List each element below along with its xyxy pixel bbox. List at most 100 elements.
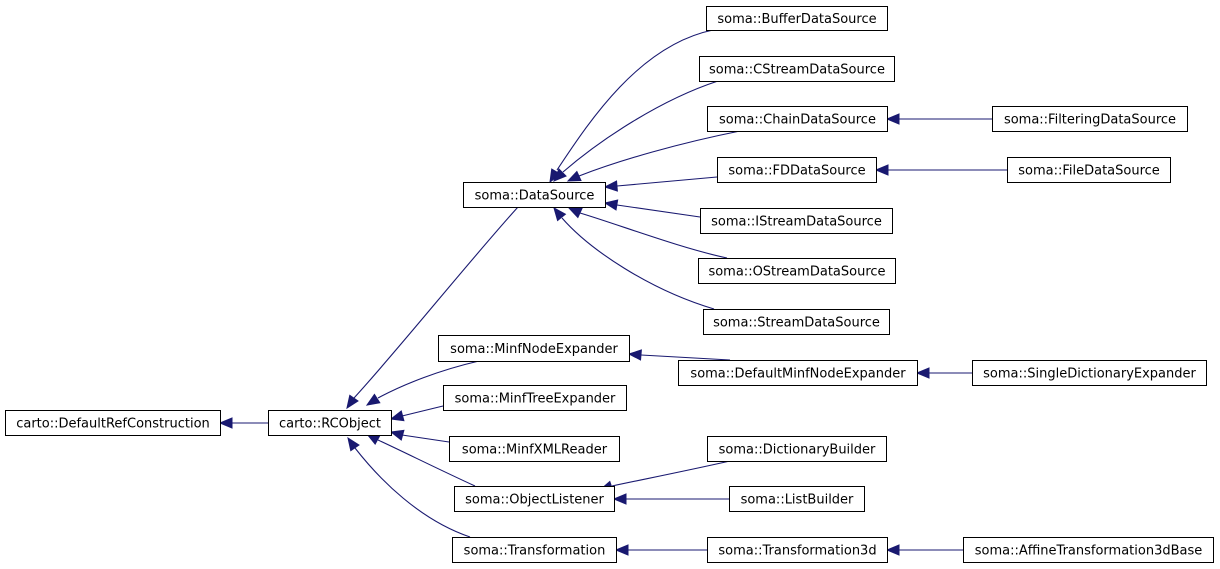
arrowhead-icon <box>614 544 629 556</box>
node-label: soma::AffineTransformation3dBase <box>975 544 1203 559</box>
node-label: soma::ObjectListener <box>465 493 604 508</box>
node-label: soma::CStreamDataSource <box>709 63 885 78</box>
node-box <box>452 537 617 563</box>
node-label: soma::DictionaryBuilder <box>719 443 876 458</box>
node-label: soma::DataSource <box>475 189 595 204</box>
node-label: soma::BufferDataSource <box>717 12 876 27</box>
edge-cstream-data-source-to-datasource <box>553 80 719 182</box>
arrowhead-icon <box>627 349 642 361</box>
edge-list-builder-to-object-listener <box>612 493 729 505</box>
node-label: soma::FDDataSource <box>728 164 865 179</box>
edge-line <box>401 405 444 417</box>
arrowhead-icon <box>566 170 582 182</box>
node-box <box>703 309 890 335</box>
node-default-minf-node-expander[interactable]: soma::DefaultMinfNodeExpander <box>678 360 918 386</box>
node-box <box>699 56 895 82</box>
node-box <box>717 157 877 183</box>
edge-line <box>616 204 701 218</box>
node-box <box>706 6 888 31</box>
arrowhead-icon <box>874 164 889 176</box>
node-minf-tree-expander[interactable]: soma::MinfTreeExpander <box>443 385 627 411</box>
edge-single-dictionary-expander-to-default-minf-node-expander <box>915 367 972 379</box>
edges-layer <box>218 29 1007 556</box>
node-box <box>268 410 392 436</box>
edge-line <box>377 360 480 399</box>
node-stream-data-source[interactable]: soma::StreamDataSource <box>703 309 890 335</box>
node-label: soma::MinfXMLReader <box>462 443 608 458</box>
arrowhead-icon <box>553 168 567 182</box>
node-box <box>972 360 1207 386</box>
node-minf-node-expander[interactable]: soma::MinfNodeExpander <box>438 335 630 362</box>
node-box <box>443 385 627 411</box>
node-label: soma::FilteringDataSource <box>1004 113 1176 128</box>
edge-line <box>556 29 714 171</box>
node-dictionary-builder[interactable]: soma::DictionaryBuilder <box>707 436 887 462</box>
arrowhead-icon <box>603 199 619 211</box>
node-box <box>1007 157 1171 183</box>
node-box <box>463 182 606 208</box>
node-label: soma::OStreamDataSource <box>708 265 885 280</box>
node-box <box>678 360 918 386</box>
node-ostream-data-source[interactable]: soma::OStreamDataSource <box>698 258 896 284</box>
edge-minf-node-expander-to-rcobject <box>365 360 480 406</box>
node-label: soma::ChainDataSource <box>719 113 876 128</box>
arrowhead-icon <box>389 410 405 422</box>
node-object-listener[interactable]: soma::ObjectListener <box>454 486 615 512</box>
node-filtering-data-source[interactable]: soma::FilteringDataSource <box>992 106 1188 132</box>
node-label: soma::MinfTreeExpander <box>455 392 616 407</box>
node-box <box>729 486 865 512</box>
edge-line <box>579 212 728 259</box>
node-buffer-data-source[interactable]: soma::BufferDataSource <box>706 6 888 31</box>
node-label: carto::DefaultRefConstruction <box>16 417 210 432</box>
node-label: soma::DefaultMinfNodeExpander <box>690 367 906 382</box>
node-box <box>963 537 1214 563</box>
nodes-layer: carto::DefaultRefConstruction carto::RCOb… <box>5 6 1214 563</box>
node-label: soma::SingleDictionaryExpander <box>983 367 1196 382</box>
edge-istream-data-source-to-datasource <box>603 199 701 218</box>
edge-file-data-source-to-fd-data-source <box>874 164 1007 176</box>
arrowhead-icon <box>885 113 900 125</box>
node-fd-data-source[interactable]: soma::FDDataSource <box>717 157 877 183</box>
edge-line <box>354 447 471 538</box>
node-label: carto::RCObject <box>279 417 381 432</box>
node-affine-transformation3d-base[interactable]: soma::AffineTransformation3dBase <box>963 537 1214 563</box>
edge-line <box>611 460 731 487</box>
node-box <box>700 208 893 234</box>
node-label: soma::StreamDataSource <box>713 316 880 331</box>
node-minf-xml-reader[interactable]: soma::MinfXMLReader <box>449 436 620 462</box>
node-label: soma::ListBuilder <box>741 493 854 508</box>
node-istream-data-source[interactable]: soma::IStreamDataSource <box>700 208 893 234</box>
edge-line <box>562 80 719 173</box>
node-box <box>707 436 887 462</box>
node-single-dictionary-expander[interactable]: soma::SingleDictionaryExpander <box>972 360 1207 386</box>
edge-minf-xml-reader-to-rcobject <box>389 429 450 443</box>
edge-line <box>578 130 741 177</box>
edge-rcobject-to-default-ref-construction <box>218 417 268 429</box>
node-cstream-data-source[interactable]: soma::CStreamDataSource <box>699 56 895 82</box>
arrowhead-icon <box>603 180 618 192</box>
node-transformation3d[interactable]: soma::Transformation3d <box>707 537 888 563</box>
node-rcobject[interactable]: carto::RCObject <box>268 410 392 436</box>
arrowhead-icon <box>365 393 381 406</box>
edge-minf-tree-expander-to-rcobject <box>389 405 444 422</box>
node-box <box>707 537 888 563</box>
edge-filtering-data-source-to-chain-data-source <box>885 113 992 125</box>
node-chain-data-source[interactable]: soma::ChainDataSource <box>707 106 888 132</box>
arrowhead-icon <box>346 394 359 410</box>
node-file-data-source[interactable]: soma::FileDataSource <box>1007 157 1171 183</box>
node-box <box>449 436 620 462</box>
node-label: soma::FileDataSource <box>1018 164 1160 179</box>
edge-line <box>377 439 476 487</box>
edge-ostream-data-source-to-datasource <box>567 207 728 259</box>
node-box <box>992 106 1188 132</box>
node-default-ref-construction[interactable]: carto::DefaultRefConstruction <box>5 410 221 436</box>
node-list-builder[interactable]: soma::ListBuilder <box>729 486 865 512</box>
node-box <box>698 258 896 284</box>
node-transformation[interactable]: soma::Transformation <box>452 537 617 563</box>
node-datasource[interactable]: soma::DataSource <box>463 182 606 208</box>
arrowhead-icon <box>885 544 900 556</box>
node-box <box>707 106 888 132</box>
arrowhead-icon <box>347 436 360 452</box>
edge-stream-data-source-to-datasource <box>553 206 715 310</box>
